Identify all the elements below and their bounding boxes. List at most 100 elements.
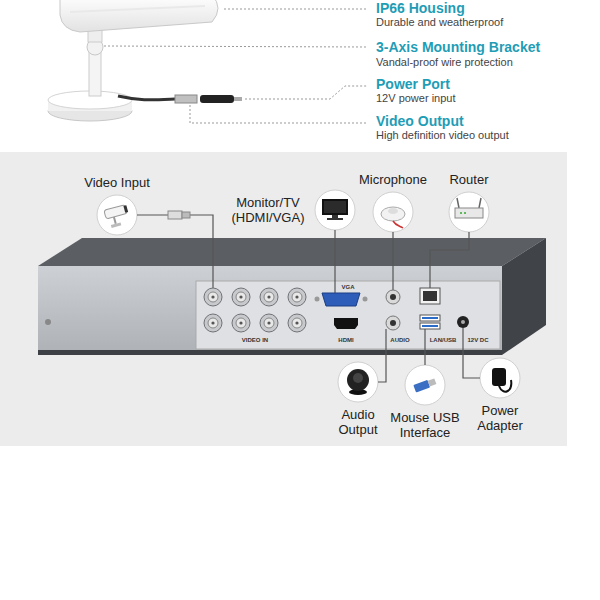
device-circle: Router <box>449 192 489 232</box>
device-circle: Monitor/TV (HDMI/VGA) <box>315 190 355 230</box>
feature-desc: High definition video output <box>376 129 509 142</box>
usb-icon <box>413 380 430 393</box>
device-circle <box>338 362 378 402</box>
dvr-rear-panel: VIDEO INVGAHDMIAUDIOLAN/USB12V DC <box>196 281 500 349</box>
dvr-chassis <box>45 319 51 325</box>
device-label: Mouse USB Interface <box>387 410 463 440</box>
dvr-ports <box>204 288 469 332</box>
bullet-camera <box>70 6 205 12</box>
bullet-camera <box>60 0 218 32</box>
monitor-icon <box>327 218 343 220</box>
leader-line <box>104 9 368 123</box>
port-wire <box>213 281 463 349</box>
microphone-icon <box>381 207 405 228</box>
router-icon <box>460 212 462 214</box>
cable-connector <box>430 232 469 281</box>
dvr-chassis <box>196 281 500 349</box>
port-wire <box>392 281 393 290</box>
leader-line <box>245 86 368 99</box>
device-circle: Video Input <box>97 195 137 235</box>
device-circle <box>315 190 355 230</box>
dvr-ports <box>363 297 368 302</box>
cable-connector <box>424 349 425 365</box>
dvr-ports <box>390 320 396 326</box>
monitor-icon <box>324 201 346 213</box>
device-circle <box>97 195 137 235</box>
dvr-ports <box>420 315 440 321</box>
port-wire <box>429 281 430 288</box>
dvr-ports <box>390 294 396 300</box>
feature-title: Power Port <box>376 76 450 92</box>
cable-connector <box>392 232 393 281</box>
device-label: Router <box>449 172 488 187</box>
device-circle <box>405 365 445 405</box>
cable-connector <box>463 349 480 378</box>
bnc-plug <box>168 211 182 219</box>
dvr-ports <box>422 317 438 319</box>
device-circle <box>449 192 489 232</box>
device-circle <box>97 190 520 405</box>
router-icon <box>455 198 483 218</box>
device-circle <box>480 358 520 398</box>
router-icon <box>464 212 466 214</box>
device-label: Monitor/TV (HDMI/VGA) <box>227 195 309 225</box>
leader-line <box>190 105 368 123</box>
dvr-ports <box>461 320 465 324</box>
leader-line <box>104 46 368 47</box>
bullet-camera <box>118 96 175 100</box>
bullet-camera <box>48 0 242 121</box>
monitor-icon <box>322 199 348 220</box>
dvr-ports <box>288 314 306 332</box>
camera-icon <box>104 204 131 228</box>
dvr-ports <box>334 318 358 329</box>
dvr-chassis <box>38 266 502 352</box>
leader-line <box>224 9 368 10</box>
camera-icon <box>104 205 128 219</box>
dvr-ports <box>204 288 222 306</box>
microphone-icon <box>381 207 405 221</box>
feature-desc: Vandal-proof wire protection <box>376 56 513 69</box>
device-label: Power Adapter <box>471 403 529 433</box>
device-circle: Mouse USB Interface <box>405 365 445 405</box>
usb-icon <box>428 378 437 386</box>
feature-title: IP66 Housing <box>376 0 465 16</box>
usb-icon <box>413 377 436 392</box>
dvr-ports <box>232 314 250 332</box>
router-icon <box>455 208 483 218</box>
dvr-ports <box>386 290 400 304</box>
dvr-ports <box>420 288 440 304</box>
cable-connector <box>137 215 213 281</box>
dvr-ports <box>386 316 400 330</box>
port-label: VIDEO IN <box>241 337 269 344</box>
dvr-ports <box>260 314 278 332</box>
power-adapter-icon <box>499 380 511 392</box>
power-adapter-icon <box>492 368 506 386</box>
microphone-icon <box>388 208 398 214</box>
dvr-ports <box>422 325 438 327</box>
dvr-ports <box>457 316 469 328</box>
bnc-plug <box>168 211 190 219</box>
port-wire <box>424 329 425 349</box>
speaker-icon <box>347 369 369 391</box>
bullet-camera <box>175 95 197 103</box>
microphone-icon <box>393 221 403 228</box>
port-label: LAN/USB <box>429 337 458 344</box>
device-circle: Audio Output <box>338 362 378 402</box>
device-circle: Microphone <box>373 192 413 232</box>
speaker-icon <box>347 369 369 395</box>
port-label: VGA <box>340 284 355 291</box>
dvr-ports <box>315 297 320 302</box>
bnc-plug <box>182 212 190 218</box>
dvr-ports <box>288 288 306 306</box>
dvr-ports <box>232 288 250 306</box>
dvr-ports <box>423 291 437 301</box>
feature-title: Video Output <box>376 113 464 129</box>
dvr-chassis <box>502 238 546 355</box>
dvr-ports <box>420 323 440 329</box>
cable-connector <box>334 230 335 281</box>
dvr-ports <box>204 314 222 332</box>
